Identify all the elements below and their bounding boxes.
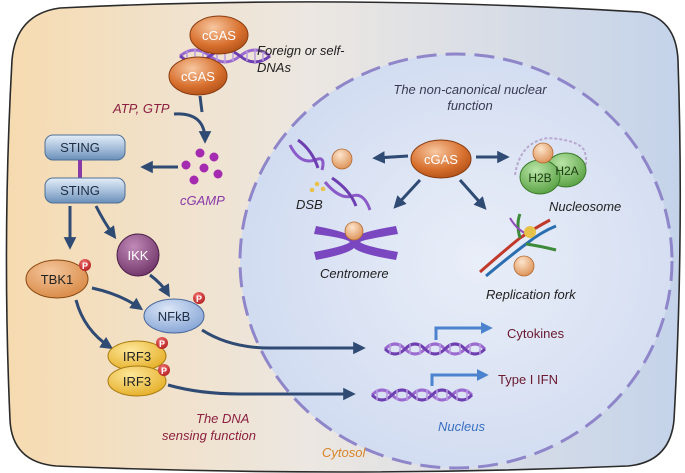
tbk1-phospho	[79, 259, 91, 271]
cgas-top-label: cGAS	[202, 28, 236, 43]
arrow-nfkb-to-cytokines	[201, 328, 366, 355]
centromere-label: Centromere	[320, 266, 389, 281]
arrow-cgas-to-dsb	[372, 151, 409, 164]
sting-bottom	[44, 177, 126, 204]
arrow-cgas-down	[198, 95, 204, 113]
nucleosome-label: Nucleosome	[549, 199, 621, 214]
nucleosome-icon	[514, 136, 588, 195]
arrow-cgas-to-replication	[458, 179, 487, 210]
irf3-bottom-phospho	[158, 364, 170, 376]
irf3-bottom-label: IRF3	[123, 374, 151, 389]
noncanonical-label-1: The non-canonical nuclear	[393, 82, 547, 97]
arrow-ikk-to-nfkb	[149, 273, 170, 298]
arrow-tbk1-to-irf3	[74, 299, 114, 350]
cgamp-molecules	[181, 148, 223, 185]
foreign-dna-label-2: DNAs	[257, 60, 291, 75]
ikk	[116, 233, 160, 277]
irf3-bottom	[107, 365, 167, 397]
svg-text:P: P	[159, 339, 165, 349]
tbk1-label: TBK1	[41, 272, 74, 287]
cytosol-label: Cytosol	[322, 445, 366, 460]
noncanonical-label-2: function	[447, 98, 493, 113]
nfkb	[143, 298, 205, 334]
atp-gtp-label: ATP, GTP	[112, 101, 170, 116]
arrow-tbk1-to-nfkb	[91, 286, 144, 311]
svg-text:P: P	[82, 261, 88, 271]
arrow-cgas-to-cgamp	[173, 112, 212, 144]
cgas-protein-top	[189, 15, 249, 55]
dsb-label: DSB	[296, 197, 323, 212]
nucleus-label: Nucleus	[438, 419, 485, 434]
arrow-sting-to-ikk	[94, 205, 117, 240]
cytokines-label: Cytokines	[507, 326, 565, 341]
irf3-top-phospho	[156, 337, 168, 349]
nfkb-phospho	[193, 292, 205, 304]
dsb-cgas-icon	[331, 148, 353, 170]
nucleus	[238, 52, 674, 470]
h2b-label: H2B	[528, 171, 551, 185]
cgas-protein-bottom	[168, 56, 228, 96]
ifn-gene-icon	[370, 369, 489, 402]
cgamp-label: cGAMP	[180, 193, 225, 208]
dsb-dna-icon	[288, 138, 372, 211]
sting-top-label: STING	[60, 140, 100, 155]
replication-fork-label: Replication fork	[486, 287, 577, 302]
cgas-bottom-label: cGAS	[181, 69, 215, 84]
sensing-label-1: The DNA	[196, 411, 249, 426]
sensing-label-2: sensing function	[162, 428, 256, 443]
svg-text:P: P	[161, 366, 167, 376]
foreign-dna-label-1: Foreign or self-	[257, 43, 345, 58]
cytokines-gene-icon	[383, 322, 493, 356]
replication-fork-icon	[479, 213, 557, 278]
cgas-nuclear-label: cGAS	[424, 152, 458, 167]
irf3-top-label: IRF3	[123, 349, 151, 364]
type1ifn-label: Type I IFN	[498, 372, 558, 387]
sting-top	[44, 134, 126, 161]
ikk-label: IKK	[128, 248, 149, 263]
arrow-irf3-to-ifn	[167, 383, 356, 401]
cgas-nuclear	[410, 139, 472, 179]
h2a-label: H2A	[555, 164, 578, 178]
centromere-icon	[314, 221, 398, 260]
sting-bottom-label: STING	[60, 183, 100, 198]
tbk1	[25, 259, 89, 299]
nfkb-label: NFkB	[158, 309, 191, 324]
svg-text:P: P	[196, 294, 202, 304]
arrow-cgas-to-centromere	[393, 178, 422, 209]
